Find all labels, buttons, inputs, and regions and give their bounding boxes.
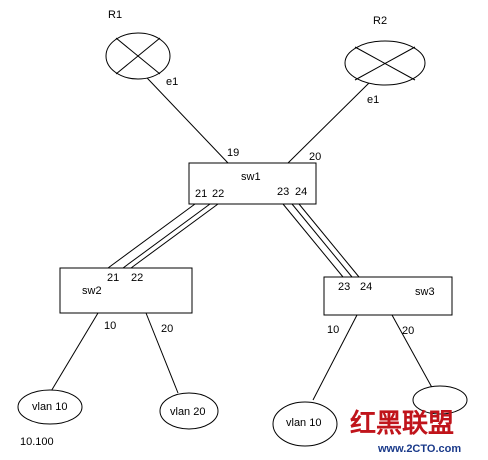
switch-sw1-port-23: 23 <box>277 186 289 198</box>
link-sw1-sw2-b <box>122 203 211 269</box>
host-vlan10-left <box>17 389 83 425</box>
router-r2-label: R2 <box>373 15 387 27</box>
router-r2-port: e1 <box>367 94 379 106</box>
router-r1-label: R1 <box>108 9 122 21</box>
switch-sw3-port-10: 10 <box>327 324 339 336</box>
switch-sw2-label: sw2 <box>82 285 102 297</box>
switch-sw1 <box>188 162 317 205</box>
switch-sw1-port-21: 21 <box>195 188 207 200</box>
switch-sw3 <box>323 276 453 316</box>
switch-sw1-label: sw1 <box>241 171 261 183</box>
switch-sw2-port-21: 21 <box>107 272 119 284</box>
links <box>49 59 436 401</box>
link-sw1-sw3-c <box>298 203 360 278</box>
switch-sw1-port-24: 24 <box>295 186 307 198</box>
host-vlan20-left <box>159 392 219 430</box>
link-sw1-sw3-a <box>282 203 344 278</box>
router-r1 <box>105 32 171 80</box>
switch-sw3-port-24: 24 <box>360 281 372 293</box>
switch-sw2-port-10: 10 <box>104 320 116 332</box>
link-sw1-sw2-a <box>107 203 196 269</box>
host-vlan10-left-sub: 10.100 <box>20 436 54 448</box>
link-sw2-vlan20 <box>145 312 179 394</box>
router-r2-cross-b <box>354 46 416 81</box>
watermark-cn: 红黑联盟 <box>350 408 454 439</box>
switch-sw1-port-19: 19 <box>227 147 239 159</box>
router-r2 <box>344 40 426 86</box>
router-r1-cross-b <box>115 37 161 75</box>
switch-sw2-port-22: 22 <box>131 272 143 284</box>
switch-sw1-port-20: 20 <box>309 151 321 163</box>
watermark-url: www.2CTO.com <box>377 443 461 455</box>
router-r1-port: e1 <box>166 76 178 88</box>
host-vlan10-right <box>272 401 338 447</box>
host-vlan10-left-label: vlan 10 <box>32 401 67 413</box>
switch-sw2-port-20: 20 <box>161 323 173 335</box>
link-r2-sw1 <box>287 81 371 164</box>
link-sw2-vlan10 <box>49 312 99 394</box>
link-sw1-sw3-b <box>291 203 353 278</box>
host-vlan20-left-label: vlan 20 <box>170 406 205 418</box>
link-sw3-vlan10 <box>312 314 358 401</box>
watermark: 红黑联盟 www.2CTO.com <box>350 408 461 455</box>
link-sw1-sw2-c <box>130 203 219 269</box>
host-vlan20-right <box>412 385 468 415</box>
switch-sw3-port-23: 23 <box>338 281 350 293</box>
host-vlan10-right-label: vlan 10 <box>286 417 321 429</box>
switch-sw2 <box>59 267 193 314</box>
switch-sw3-label: sw3 <box>415 286 435 298</box>
link-sw3-vlan20 <box>391 314 436 394</box>
switch-sw3-port-20: 20 <box>402 325 414 337</box>
switch-sw1-port-22: 22 <box>212 188 224 200</box>
